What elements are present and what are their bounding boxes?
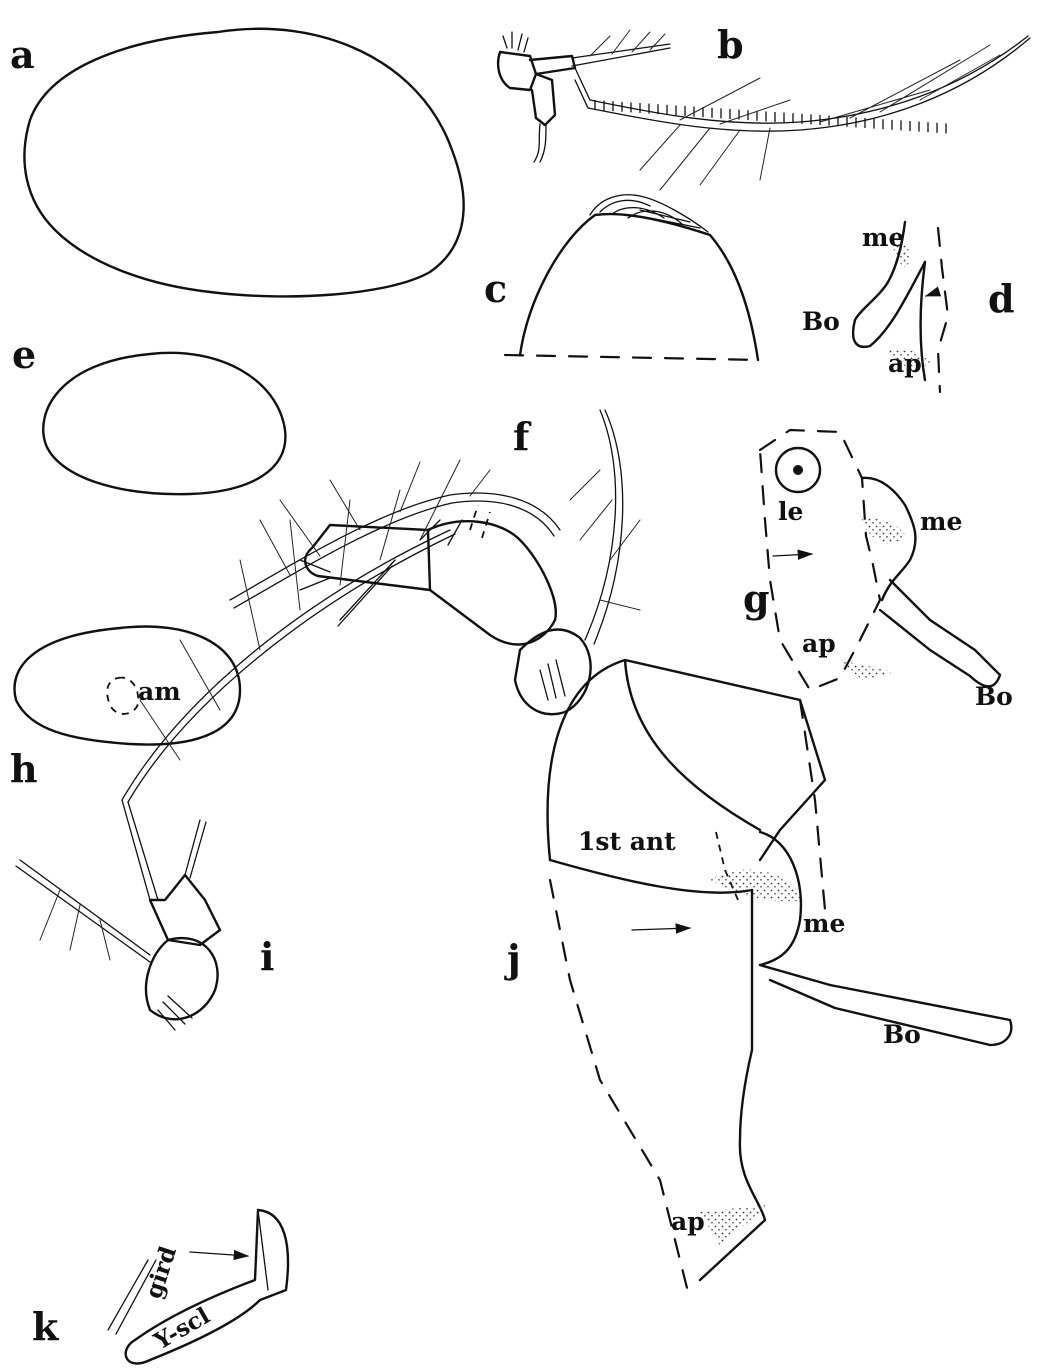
panel-d-mouthpart: me Bo ap	[802, 222, 948, 392]
label-j-bo: Bo	[883, 1020, 921, 1049]
panel-letter-h: h	[10, 746, 38, 791]
panel-a-carapace	[24, 29, 463, 297]
panel-e-carapace	[43, 353, 285, 494]
panel-letter-b: b	[717, 22, 744, 67]
label-j-first-ant: 1st ant	[578, 827, 676, 856]
label-d-me: me	[862, 223, 904, 252]
panel-letter-g: g	[743, 576, 770, 621]
label-d-ap: ap	[888, 349, 922, 378]
label-j-ap: ap	[671, 1207, 705, 1236]
panel-letter-i: i	[260, 934, 274, 979]
label-g-le: le	[778, 497, 803, 526]
label-g-me: me	[920, 507, 962, 536]
panel-g-mouthpart: le me ap Bo	[760, 430, 1013, 711]
panel-i-antenna	[16, 490, 455, 1030]
panel-letter-e: e	[12, 332, 36, 377]
panel-f-antenna	[230, 410, 640, 714]
panel-letter-k: k	[32, 1304, 59, 1349]
panel-letter-a: a	[10, 32, 35, 77]
panel-letter-f: f	[513, 414, 532, 459]
label-h-am: am	[138, 677, 181, 706]
label-g-ap: ap	[802, 629, 836, 658]
panel-j-mouthpart: 1st ant me Bo ap	[548, 660, 1012, 1300]
panel-letter-c: c	[484, 266, 507, 311]
panel-letter-d: d	[988, 276, 1015, 321]
panel-letter-j: j	[504, 936, 521, 981]
panel-b-antenna	[498, 30, 1030, 190]
panel-k-sclerite: gird Y-scl	[108, 1210, 288, 1363]
label-d-bo: Bo	[802, 307, 840, 336]
label-g-bo: Bo	[975, 682, 1013, 711]
label-j-me: me	[803, 909, 845, 938]
panel-c-gnathobase	[505, 195, 760, 360]
label-k-gird: gird	[140, 1243, 182, 1302]
